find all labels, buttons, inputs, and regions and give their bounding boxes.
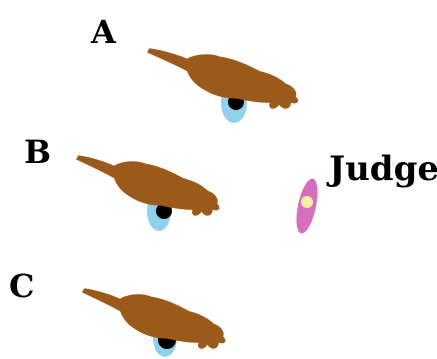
subject-c-group: C	[9, 267, 226, 357]
label-c: C	[9, 267, 34, 305]
judge-figure-icon	[296, 178, 318, 234]
subject-a-group: A	[90, 13, 299, 123]
label-b: B	[24, 133, 51, 171]
label-judge: Judge	[326, 149, 437, 189]
subject-b-group: B	[24, 133, 220, 231]
judge-group: Judge	[296, 149, 437, 234]
label-a: A	[90, 13, 117, 51]
